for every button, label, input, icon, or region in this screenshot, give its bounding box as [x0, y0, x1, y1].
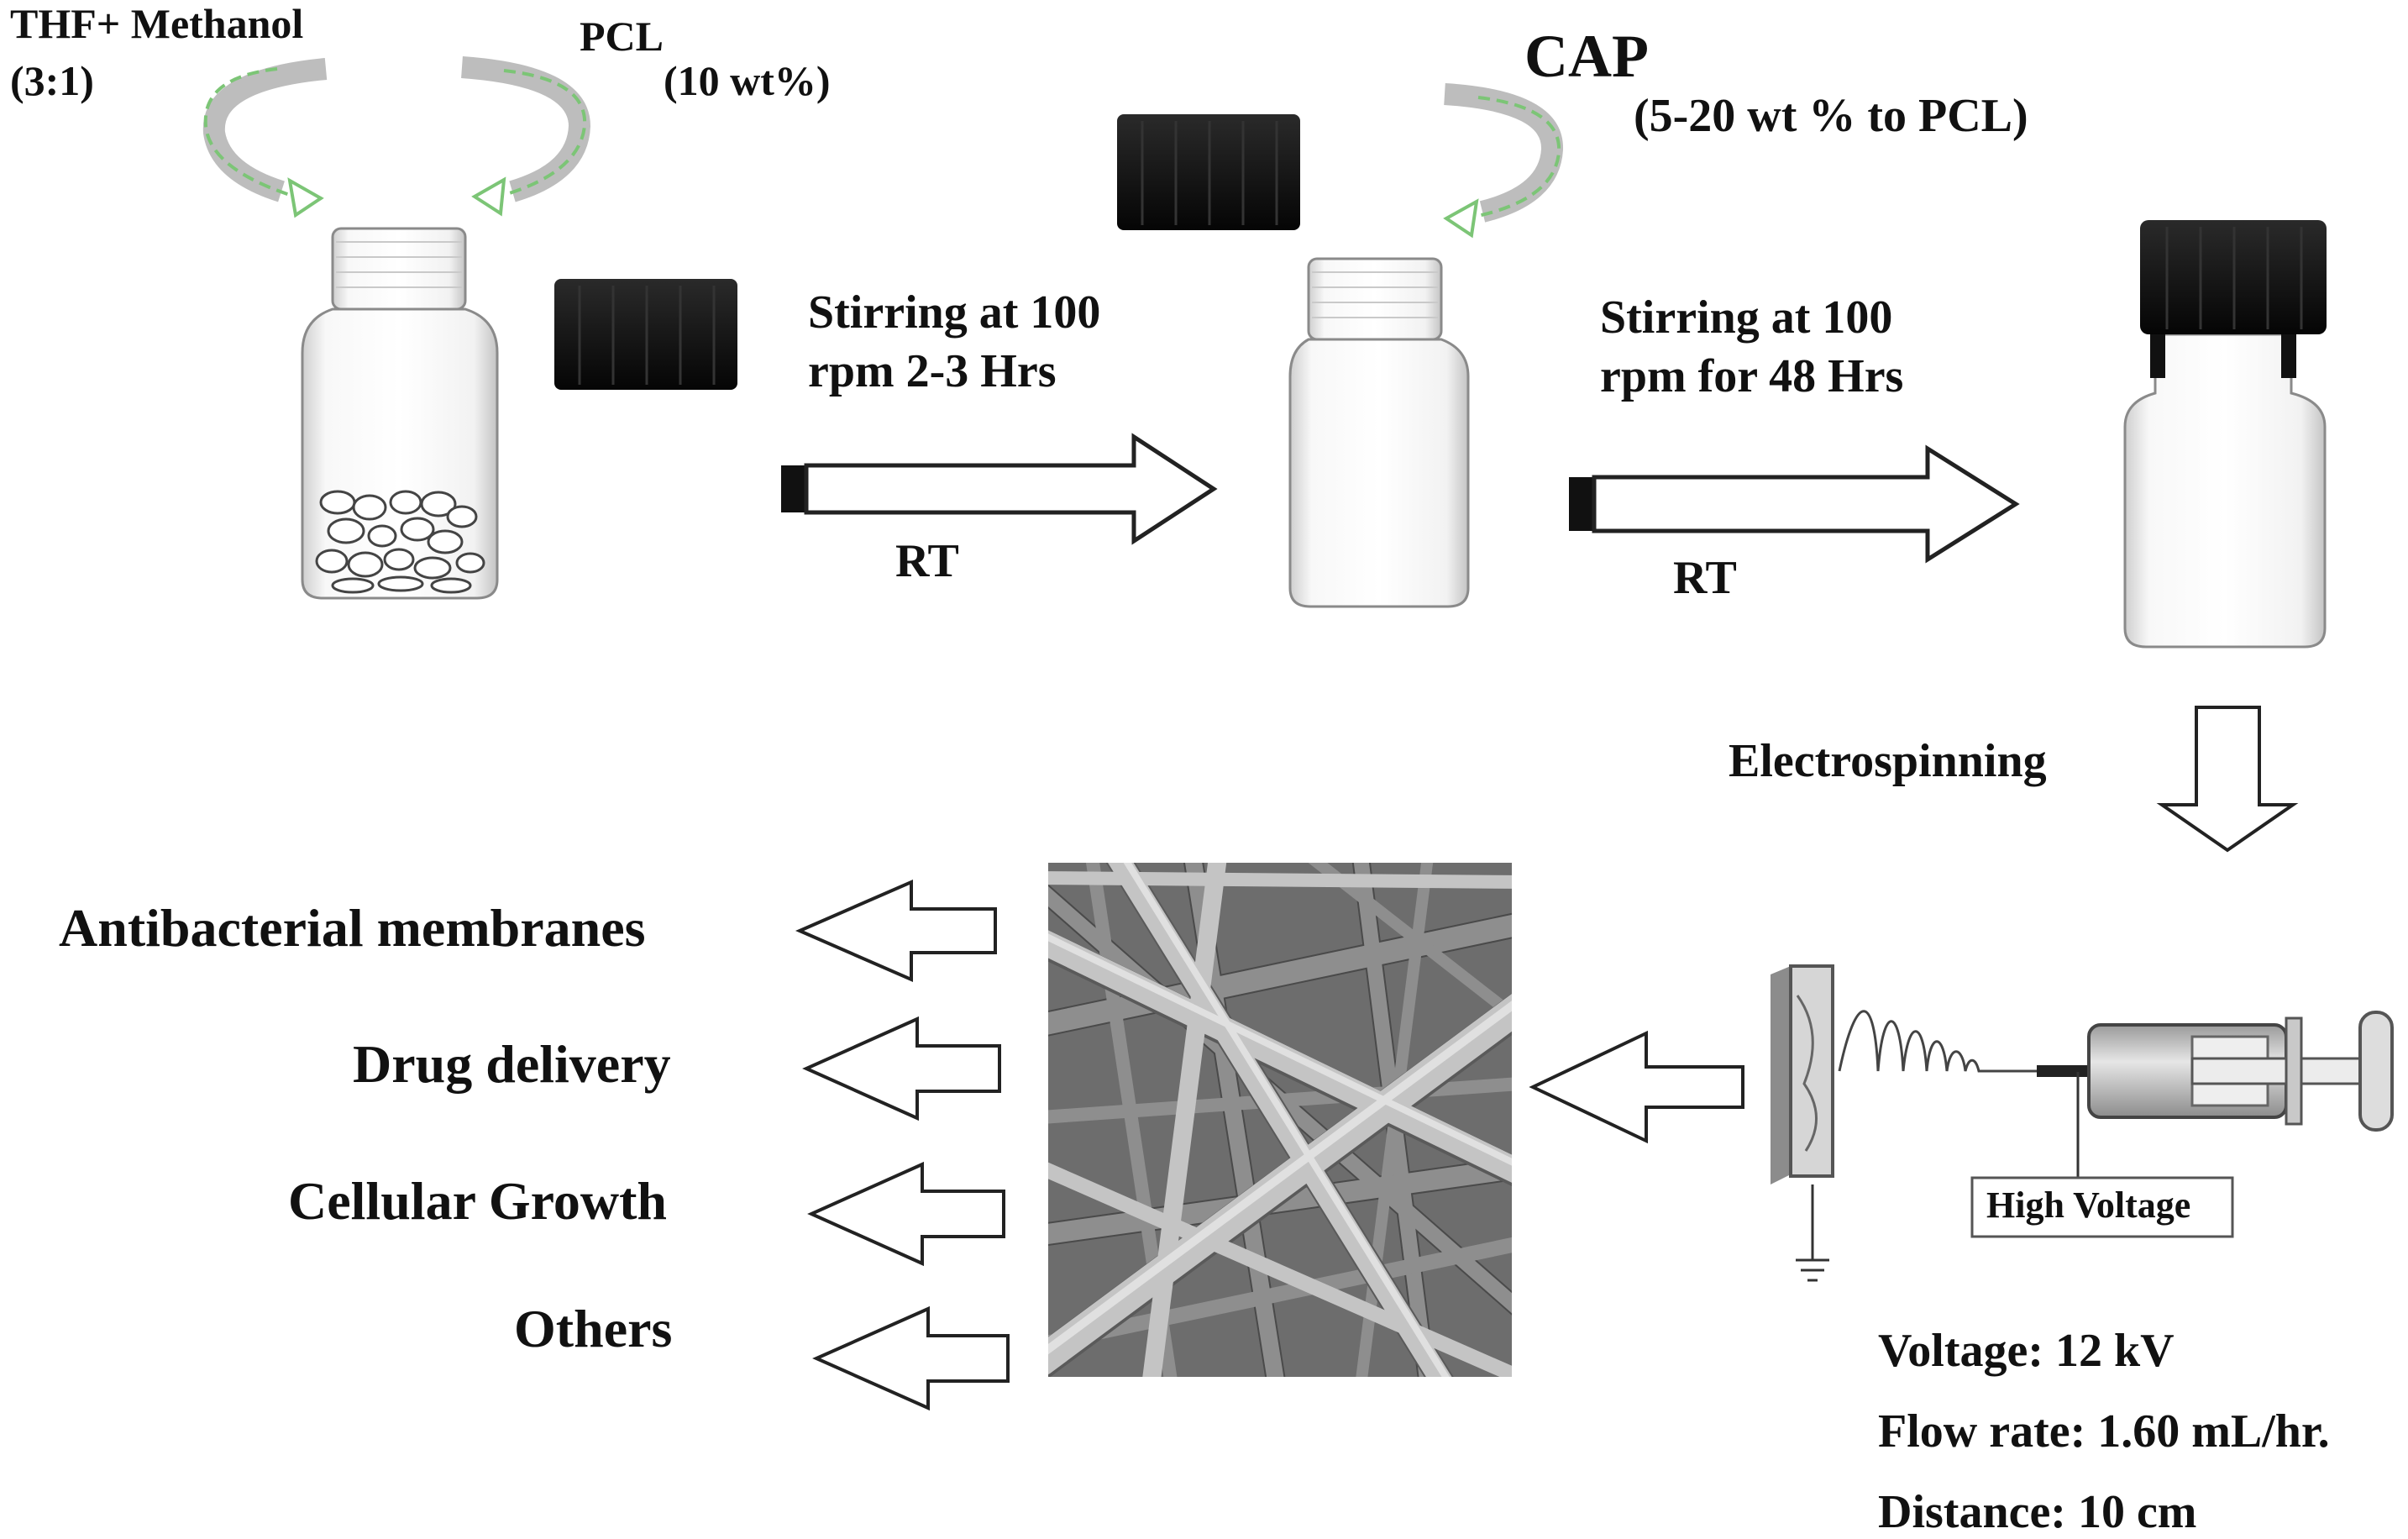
- vial-2: [1288, 257, 1470, 608]
- cap-concentration-label: (5-20 wt % to PCL): [1634, 90, 2028, 142]
- application-arrow-2: [802, 1016, 1001, 1121]
- application-drug-delivery: Drug delivery: [353, 1034, 671, 1094]
- room-temperature-label-2: RT: [1673, 552, 1737, 604]
- process-arrow-1: [781, 433, 1218, 545]
- application-antibacterial: Antibacterial membranes: [59, 898, 646, 958]
- swirl-arrow-pcl: [461, 56, 591, 217]
- application-others: Others: [514, 1299, 673, 1358]
- electrospinning-setup: [1771, 964, 2394, 1282]
- param-flow-rate: Flow rate: 1.60 mL/hr.: [1878, 1405, 2330, 1458]
- application-arrow-4: [812, 1305, 1010, 1411]
- polymer-jet: [1838, 1010, 2037, 1073]
- pcl-pellets: [315, 490, 485, 594]
- param-distance: Distance: 10 cm: [1878, 1486, 2197, 1538]
- application-arrow-1: [795, 879, 997, 983]
- high-voltage-label: High Voltage: [1986, 1184, 2191, 1226]
- vial-3: [2123, 220, 2327, 649]
- room-temperature-label-1: RT: [895, 535, 959, 587]
- sem-fiber-image: [1048, 863, 1512, 1377]
- vial-cap-1: [554, 279, 737, 390]
- solvent-ratio-label: (3:1): [10, 57, 94, 104]
- pcl-label: PCL: [580, 13, 664, 60]
- cap-label: CAP: [1524, 23, 1649, 90]
- swirl-arrow-solvent: [202, 58, 328, 218]
- stirring-step1-line2: rpm 2-3 Hrs: [808, 345, 1057, 397]
- param-voltage: Voltage: 12 kV: [1878, 1325, 2175, 1377]
- pcl-concentration-label: (10 wt%): [664, 57, 831, 104]
- application-arrow-3: [807, 1161, 1005, 1267]
- electrospinning-label: Electrospinning: [1729, 735, 2047, 787]
- vial-cap-2: [1117, 114, 1300, 230]
- high-voltage-box: [1970, 1176, 2234, 1238]
- down-arrow-electrospinning: [2156, 706, 2299, 853]
- process-arrow-2: [1569, 444, 2020, 564]
- stirring-step1-line1: Stirring at 100: [808, 286, 1101, 339]
- vial-1: [301, 227, 499, 600]
- solvent-label: THF+ Methanol: [10, 0, 304, 47]
- swirl-arrow-cap: [1443, 83, 1563, 239]
- stirring-step2-line2: rpm for 48 Hrs: [1600, 350, 1904, 402]
- stirring-step2-line1: Stirring at 100: [1600, 292, 1893, 344]
- application-cellular-growth: Cellular Growth: [288, 1171, 667, 1231]
- left-arrow-to-fibers: [1529, 1030, 1744, 1144]
